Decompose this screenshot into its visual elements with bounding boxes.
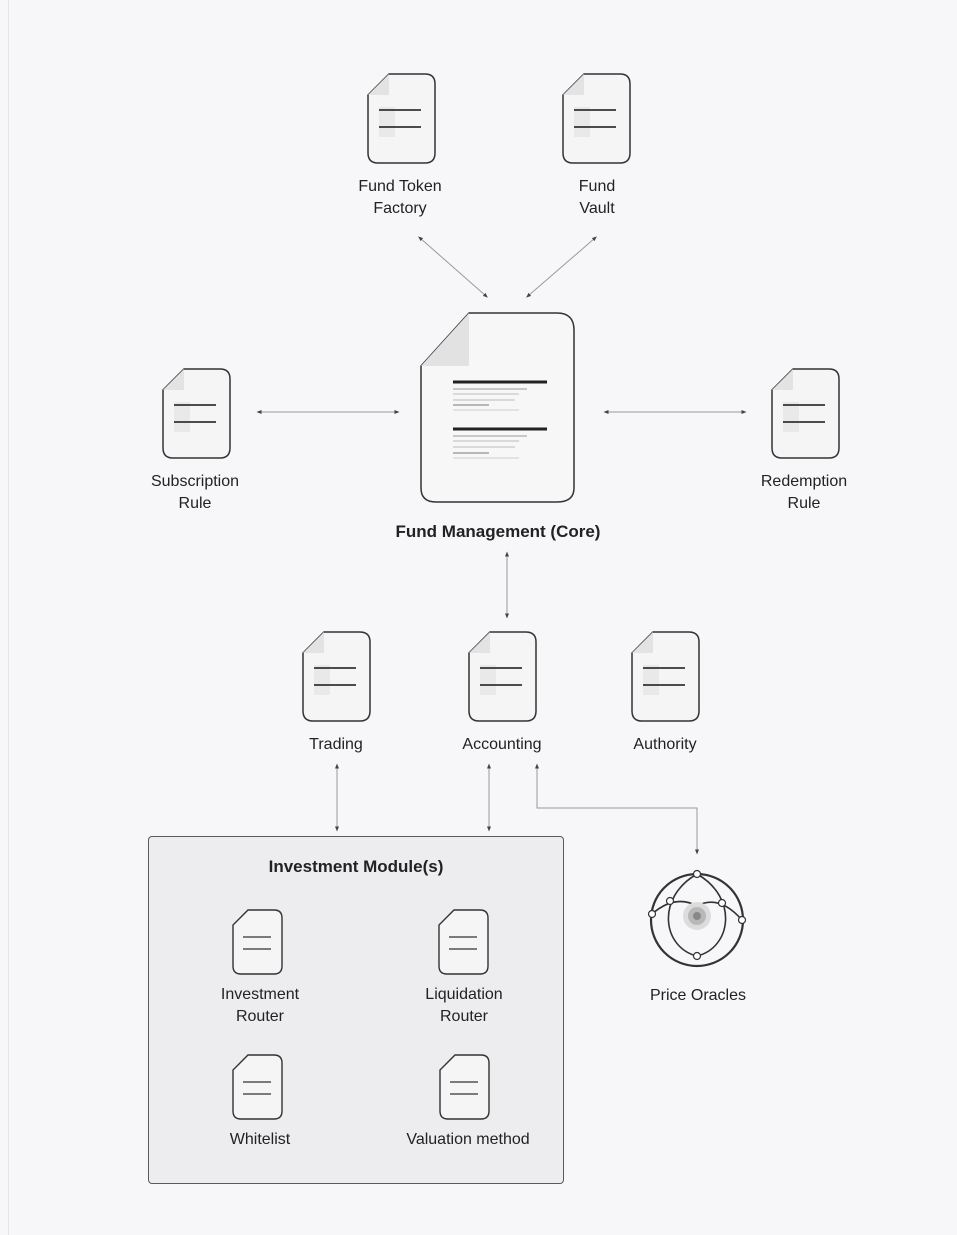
accounting-document-icon [468, 631, 537, 722]
subscription-rule-document-icon [162, 368, 231, 459]
authority-document-icon [631, 631, 700, 722]
fund-management-core-document-icon [420, 312, 575, 503]
authority-label: Authority [633, 736, 697, 753]
price-oracles-globe-icon [647, 869, 747, 968]
subscription-rule-label: Subscription Rule [150, 473, 240, 512]
fund-management-core-label: Fund Management (Core) [395, 522, 601, 541]
fund-vault-document-icon [562, 73, 631, 164]
liquidation-router-label: Liquidation Router [425, 986, 503, 1025]
whitelist-label: Whitelist [229, 1131, 291, 1148]
fund-token-factory-document-icon [367, 73, 436, 164]
valuation-method-label: Valuation method [406, 1131, 530, 1148]
trading-label: Trading [309, 736, 363, 753]
fund-vault-label: Fund Vault [578, 178, 616, 217]
fund-token-factory-label: Fund Token Factory [358, 178, 442, 217]
investment-modules-title: Investment Module(s) [268, 857, 444, 876]
investment-modules-box [148, 836, 564, 1184]
investment-router-document-icon [232, 909, 283, 975]
price-oracles-label: Price Oracles [649, 987, 747, 1004]
connector-vault-core [526, 236, 597, 298]
valuation-method-document-icon [439, 1054, 490, 1120]
whitelist-document-icon [232, 1054, 283, 1120]
redemption-rule-document-icon [771, 368, 840, 459]
connector-accounting-oracles [535, 763, 699, 855]
trading-document-icon [302, 631, 371, 722]
connector-factory-core [418, 236, 488, 298]
liquidation-router-document-icon [438, 909, 489, 975]
accounting-label: Accounting [462, 736, 542, 753]
redemption-rule-label: Redemption Rule [760, 473, 848, 512]
left-border [8, 0, 9, 1235]
investment-router-label: Investment Router [220, 986, 300, 1025]
